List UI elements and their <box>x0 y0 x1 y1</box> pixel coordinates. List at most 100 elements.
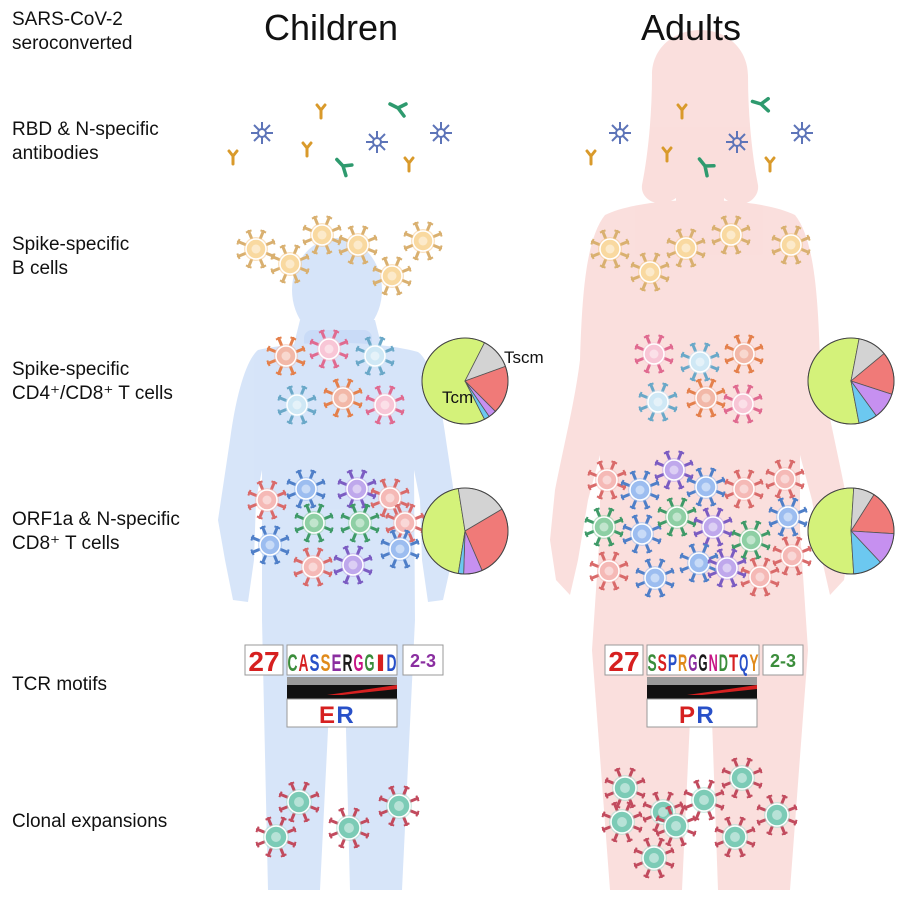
b-cell <box>372 256 412 296</box>
t-cell-orf1a <box>337 469 377 509</box>
virus-icon <box>790 121 814 145</box>
t-cell-orf1a <box>772 536 812 576</box>
row-label-clonal: Clonal expansions <box>12 810 167 834</box>
tcr-cdr3-letter: S <box>648 650 657 677</box>
t-cell-spike <box>323 378 363 418</box>
t-cell-clonal <box>378 785 420 827</box>
tcr-cdr3-letter: R <box>343 650 353 677</box>
tcr-cdr3-letter: C <box>288 650 298 677</box>
pie-chart <box>421 487 509 575</box>
t-cell-clonal <box>633 837 675 879</box>
row-label-line: Spike-specific <box>12 359 130 380</box>
t-cell-spike <box>266 336 306 376</box>
t-cell-orf1a <box>370 478 410 518</box>
t-cell-clonal <box>604 767 646 809</box>
tcr-cdr3-letter: Q <box>739 650 748 677</box>
b-cell <box>771 225 811 265</box>
pie-chart <box>421 337 509 425</box>
t-cell-clonal <box>714 816 756 858</box>
pie-outline <box>807 487 895 575</box>
tcr-lower-letter: P <box>679 702 695 729</box>
tcr-cdr3-letter: G <box>365 650 375 677</box>
t-cell-spike <box>724 334 764 374</box>
tcr-cdr3-letter: T <box>729 650 738 677</box>
tcr-cdr3-letter: R <box>678 650 687 677</box>
t-cell-clonal <box>255 816 297 858</box>
row-label-line: Clonal expansions <box>12 811 168 832</box>
t-cell-spike <box>309 329 349 369</box>
t-cell-clonal <box>328 807 370 849</box>
t-cell-orf1a <box>768 497 808 537</box>
row-label-line: SARS-CoV-2 <box>12 9 123 30</box>
pie-chart <box>807 337 895 425</box>
t-cell-orf1a <box>765 459 805 499</box>
antibody-icon <box>403 156 415 173</box>
row-label-line: CD4⁺/CD8⁺ T cells <box>12 383 173 404</box>
virus-icon <box>429 121 453 145</box>
row-label-antibodies: RBD & N-specific antibodies <box>12 118 159 166</box>
b-cell <box>666 228 706 268</box>
tcr-cdr3-letter: I <box>376 650 386 677</box>
t-cell-orf1a <box>293 547 333 587</box>
pie-outline <box>421 337 509 425</box>
row-label-line: antibodies <box>12 143 99 164</box>
tcr-cdr3-letter: S <box>321 650 331 677</box>
tcr-cdr3-letter: N <box>709 650 718 677</box>
t-cell-orf1a <box>286 469 326 509</box>
t-cell-spike <box>686 378 726 418</box>
t-cell-orf1a <box>740 557 780 597</box>
tcr-v-gene: 27 <box>608 646 639 677</box>
t-cell-clonal <box>683 779 725 821</box>
antibody-icon <box>585 149 597 166</box>
b-cell <box>338 225 378 265</box>
tcr-lower-letter: R <box>696 702 713 729</box>
t-cell-orf1a <box>333 545 373 585</box>
t-cell-orf1a <box>247 480 287 520</box>
row-label-line: Spike-specific <box>12 234 130 255</box>
tcr-cdr3-letter: G <box>354 650 364 677</box>
b-cell <box>236 229 276 269</box>
row-label-line: TCR motifs <box>12 674 107 695</box>
b-cell <box>711 215 751 255</box>
pie-outline <box>421 487 509 575</box>
t-cell-spike <box>355 336 395 376</box>
pie-charts-layer <box>421 337 895 575</box>
t-cell-orf1a <box>657 497 697 537</box>
virus-icon <box>365 130 389 154</box>
antibody-icon <box>750 96 773 116</box>
t-cell-orf1a <box>622 514 662 554</box>
t-cell-orf1a <box>294 503 334 543</box>
row-label-line: CD8⁺ T cells <box>12 533 120 554</box>
t-cell-orf1a <box>380 529 420 569</box>
column-title-adults: Adults <box>641 7 742 48</box>
b-cell <box>403 221 443 261</box>
tcr-cdr3-letter: G <box>688 650 697 677</box>
row-label-line: B cells <box>12 258 68 279</box>
t-cell-orf1a <box>620 470 660 510</box>
tcr-cdr3-letter: D <box>387 650 397 677</box>
row-label-line: seroconverted <box>12 33 133 54</box>
row-label-line: ORF1a & N-specific <box>12 509 180 530</box>
t-cell-orf1a <box>731 520 771 560</box>
t-cell-spike <box>638 382 678 422</box>
virus-icon <box>608 121 632 145</box>
t-cell-spike <box>723 384 763 424</box>
row-label-tcr: TCR motifs <box>12 673 107 697</box>
tcr-cdr3-letter: G <box>698 650 707 677</box>
t-cell-orf1a <box>693 507 733 547</box>
tcr-cdr3-letter: D <box>719 650 728 677</box>
tcr-cdr3-letter: E <box>332 650 342 677</box>
t-cell-orf1a <box>589 551 629 591</box>
t-cell-clonal <box>756 794 798 836</box>
t-cell-orf1a <box>724 469 764 509</box>
tcr-cdr3-letter: S <box>310 650 320 677</box>
tcr-j-gene: 2-3 <box>770 651 796 671</box>
tcr-lower-letter: E <box>319 702 335 729</box>
t-cell-spike <box>277 385 317 425</box>
t-cell-orf1a <box>686 467 726 507</box>
row-label-bcells: Spike-specific B cells <box>12 233 129 281</box>
